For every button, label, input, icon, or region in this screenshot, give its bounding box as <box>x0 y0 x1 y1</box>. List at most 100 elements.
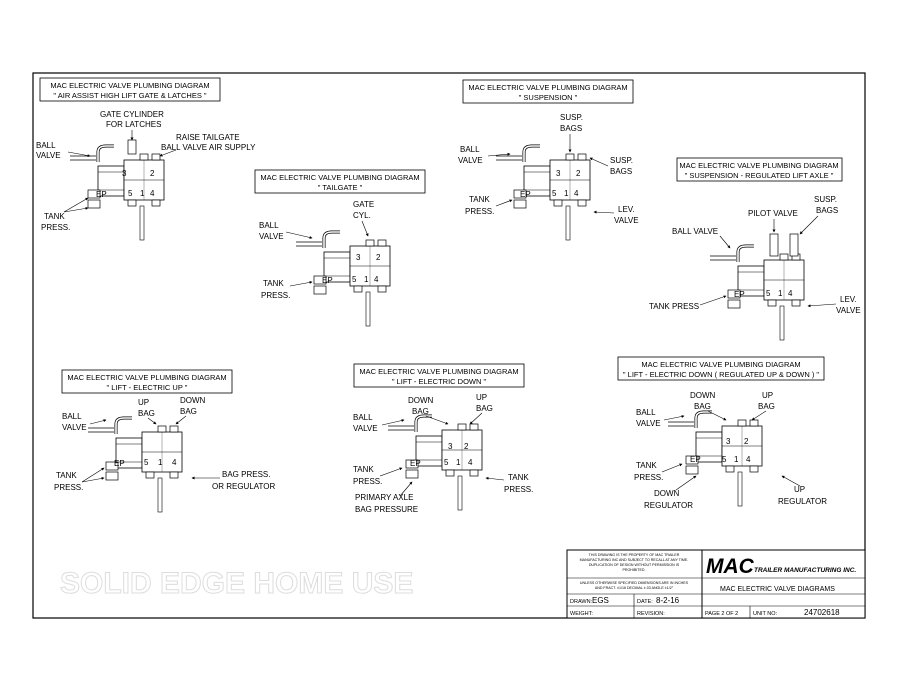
label-press: PRESS. <box>261 291 290 300</box>
port-2: 2 <box>464 442 469 451</box>
revision-label: REVISION: <box>637 611 665 617</box>
label-cyl: CYL. <box>353 211 371 220</box>
label-ball: BALL <box>36 141 56 150</box>
label-press: PRESS. <box>465 207 494 216</box>
label-raise-tailgate: RAISE TAILGATE <box>176 133 240 142</box>
label-tank-2: TANK <box>508 473 529 482</box>
diagram-title: MAC ELECTRIC VALVE PLUMBING DIAGRAM <box>641 360 800 369</box>
diagram-subtitle: " SUSPENSION - REGULATED LIFT AXLE " <box>685 171 834 180</box>
label-valve: VALVE <box>353 424 378 433</box>
label-ball: BALL <box>259 221 279 230</box>
port-1: 1 <box>158 458 163 467</box>
label-regulator-2: REGULATOR <box>778 497 827 506</box>
port-4: 4 <box>468 458 473 467</box>
diagram-lift-regulated: MAC ELECTRIC VALVE PLUMBING DIAGRAM " LI… <box>617 356 827 510</box>
port-2: 2 <box>576 169 581 178</box>
port-5: 5 <box>128 189 133 198</box>
label-valve-2: VALVE <box>836 306 861 315</box>
diagram-title-box <box>462 79 634 104</box>
label-press: PRESS. <box>41 223 70 232</box>
port-5: 5 <box>722 455 727 464</box>
label-press: PRESS. <box>54 483 83 492</box>
port-1: 1 <box>456 458 461 467</box>
diagram-title-box <box>676 157 843 182</box>
port-3: 3 <box>556 169 561 178</box>
diagram-suspension-lift-axle: MAC ELECTRIC VALVE PLUMBING DIAGRAM " SU… <box>649 157 861 342</box>
diagram-title-box <box>617 356 825 381</box>
label-bag-2: BAG <box>476 404 493 413</box>
label-valve: VALVE <box>458 156 483 165</box>
port-5: 5 <box>552 189 557 198</box>
label-or-regulator: OR REGULATOR <box>212 482 275 491</box>
date-value: 8-2-16 <box>656 596 680 605</box>
label-lev: LEV. <box>840 295 857 304</box>
label-susp-2: SUSP. <box>610 156 633 165</box>
port-5: 5 <box>144 458 149 467</box>
diagram-subtitle: " AIR ASSIST HIGH LIFT GATE & LATCHES " <box>53 91 206 100</box>
port-2: 2 <box>150 169 155 178</box>
label-ball: BALL <box>353 413 373 422</box>
port-1: 1 <box>778 289 783 298</box>
port-3: 3 <box>356 253 361 262</box>
label-tank: TANK <box>353 465 374 474</box>
date-label: DATE: <box>637 599 653 605</box>
page-number: PAGE 2 OF 2 <box>705 611 738 617</box>
label-ball: BALL <box>62 412 82 421</box>
port-1: 1 <box>364 275 369 284</box>
label-gate-cylinder: GATE CYLINDER <box>100 110 164 119</box>
notice-line: PROHIBITED. <box>623 568 646 572</box>
port-4: 4 <box>374 275 379 284</box>
label-ball-valve: BALL VALVE <box>672 227 718 236</box>
label-tank-press: TANK PRESS <box>649 302 699 311</box>
label-press-2: PRESS. <box>504 485 533 494</box>
watermark-text: SOLID EDGE HOME USE <box>60 567 413 600</box>
ep-label: EP <box>520 190 531 199</box>
port-4: 4 <box>574 189 579 198</box>
label-valve-2: VALVE <box>614 216 639 225</box>
ep-label: EP <box>734 290 745 299</box>
sheet-border <box>32 72 866 619</box>
label-tank: TANK <box>44 212 65 221</box>
diagram-subtitle: " SUSPENSION " <box>519 93 578 102</box>
ep-label: EP <box>96 190 107 199</box>
port-1: 1 <box>140 189 145 198</box>
diagram-tailgate: MAC ELECTRIC VALVE PLUMBING DIAGRAM " TA… <box>254 169 426 328</box>
label-down: DOWN <box>690 391 716 400</box>
port-4: 4 <box>150 189 155 198</box>
label-bag-2: BAG <box>758 402 775 411</box>
diagram-title: MAC ELECTRIC VALVE PLUMBING DIAGRAM <box>260 173 419 182</box>
diagram-subtitle: " LIFT - ELECTRIC UP " <box>107 383 188 392</box>
label-up: UP <box>762 391 773 400</box>
diagram-lift-electric-up: MAC ELECTRIC VALVE PLUMBING DIAGRAM " LI… <box>54 369 275 514</box>
port-5: 5 <box>352 275 357 284</box>
diagram-air-assist-gate: MAC ELECTRIC VALVE PLUMBING DIAGRAM " AI… <box>36 77 256 242</box>
ep-label: EP <box>322 276 333 285</box>
unit-label: UNIT NO: <box>753 611 778 617</box>
label-gate: GATE <box>353 200 374 209</box>
label-ball: BALL <box>636 408 656 417</box>
label-up: UP <box>476 393 487 402</box>
label-susp: SUSP. <box>560 113 583 122</box>
label-tank: TANK <box>56 471 77 480</box>
port-4: 4 <box>172 458 177 467</box>
port-4: 4 <box>788 289 793 298</box>
port-1: 1 <box>734 455 739 464</box>
weight-label: WEIGHT: <box>570 611 593 617</box>
company-name: TRAILER MANUFACTURING INC. <box>754 567 856 574</box>
label-tank: TANK <box>469 195 490 204</box>
diagram-title: MAC ELECTRIC VALVE PLUMBING DIAGRAM <box>468 83 627 92</box>
document-title: MAC ELECTRIC VALVE DIAGRAMS <box>720 586 835 593</box>
title-block: THIS DRAWING IS THE PROPERTY OF MAC TRAI… <box>566 549 866 619</box>
label-pilot-valve: PILOT VALVE <box>748 209 798 218</box>
tolerance-line: UNLESS OTHERWISE SPECIFIED DIMENSIONS AR… <box>580 581 689 585</box>
port-3: 3 <box>122 169 127 178</box>
label-valve: VALVE <box>62 423 87 432</box>
label-bag-pressure: BAG PRESSURE <box>355 505 418 514</box>
diagram-title-box <box>39 77 221 102</box>
label-bag: BAG <box>694 402 711 411</box>
drawn-label: DRAWN: <box>570 599 593 605</box>
diagram-title-box <box>61 369 233 394</box>
label-bag-2: BAG <box>180 407 197 416</box>
label-down: DOWN <box>408 396 434 405</box>
